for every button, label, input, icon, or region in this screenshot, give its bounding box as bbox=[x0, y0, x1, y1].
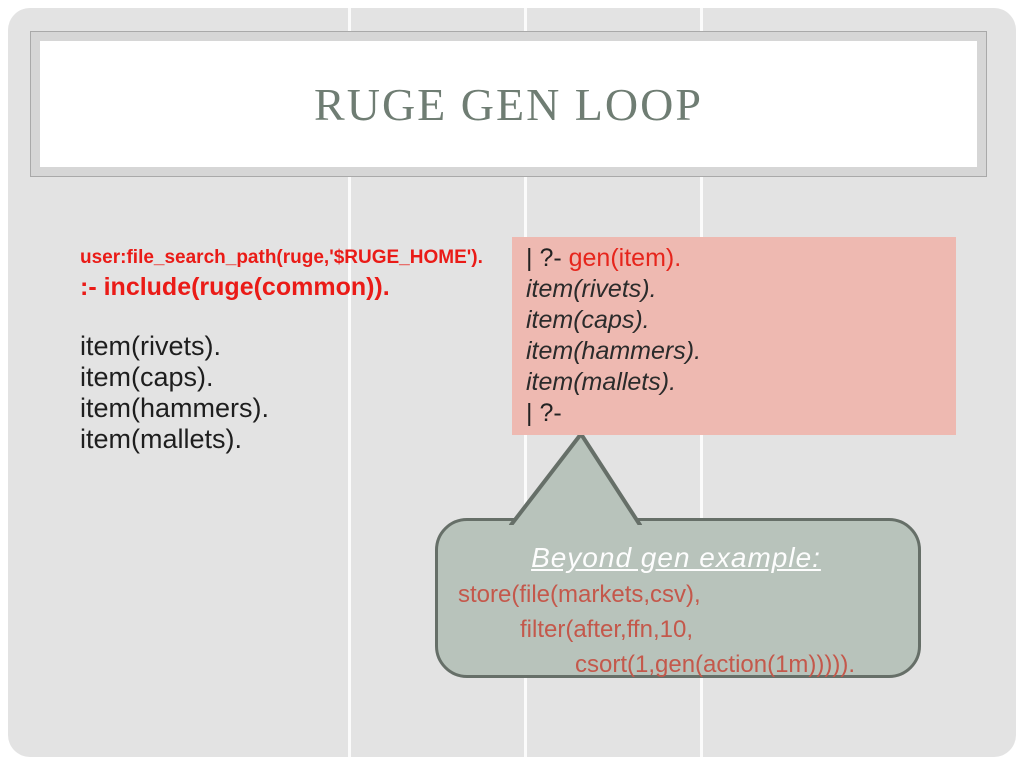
slide-background: RUGE GEN LOOP user:file_search_path(ruge… bbox=[8, 8, 1016, 757]
console-output-box: | ?- gen(item). item(rivets). item(caps)… bbox=[512, 237, 956, 435]
code-line: item(hammers). bbox=[80, 393, 270, 423]
code-line: item(caps). bbox=[80, 362, 214, 392]
callout-code-line: csort(1,gen(action(1m))))). bbox=[575, 651, 856, 678]
callout-code-line: filter(after,ffn,10, bbox=[520, 616, 693, 643]
slide-title: RUGE GEN LOOP bbox=[314, 78, 703, 130]
title-plate: RUGE GEN LOOP bbox=[30, 31, 987, 177]
callout-bubble: Beyond gen example: store(file(markets,c… bbox=[435, 518, 921, 678]
console-output-line: item(rivets). bbox=[526, 275, 657, 303]
console-output-line: item(caps). bbox=[526, 306, 650, 334]
background-column-divider bbox=[348, 8, 351, 757]
console-prompt: | ?- bbox=[526, 399, 562, 427]
callout-code-line: store(file(markets,csv), bbox=[458, 581, 701, 608]
code-line: item(mallets). bbox=[80, 424, 243, 454]
console-output-line: item(mallets). bbox=[526, 368, 677, 396]
title-plate-inner: RUGE GEN LOOP bbox=[40, 41, 977, 167]
callout-heading: Beyond gen example: bbox=[531, 542, 821, 573]
spacer bbox=[80, 304, 510, 331]
code-line: item(rivets). bbox=[80, 331, 221, 361]
callout-pointer-triangle bbox=[509, 432, 642, 525]
console-prompt-line: | ?- bbox=[526, 398, 956, 429]
console-prompt: | ?- bbox=[526, 244, 569, 272]
console-output-line: item(hammers). bbox=[526, 337, 702, 365]
code-line-red: user:file_search_path(ruge,'$RUGE_HOME')… bbox=[80, 247, 483, 268]
console-command: gen(item). bbox=[568, 244, 682, 272]
left-code-block: user:file_search_path(ruge,'$RUGE_HOME')… bbox=[80, 244, 510, 455]
code-line-red: :- include(ruge(common)). bbox=[80, 273, 390, 301]
console-prompt-line: | ?- gen(item). bbox=[526, 243, 956, 274]
